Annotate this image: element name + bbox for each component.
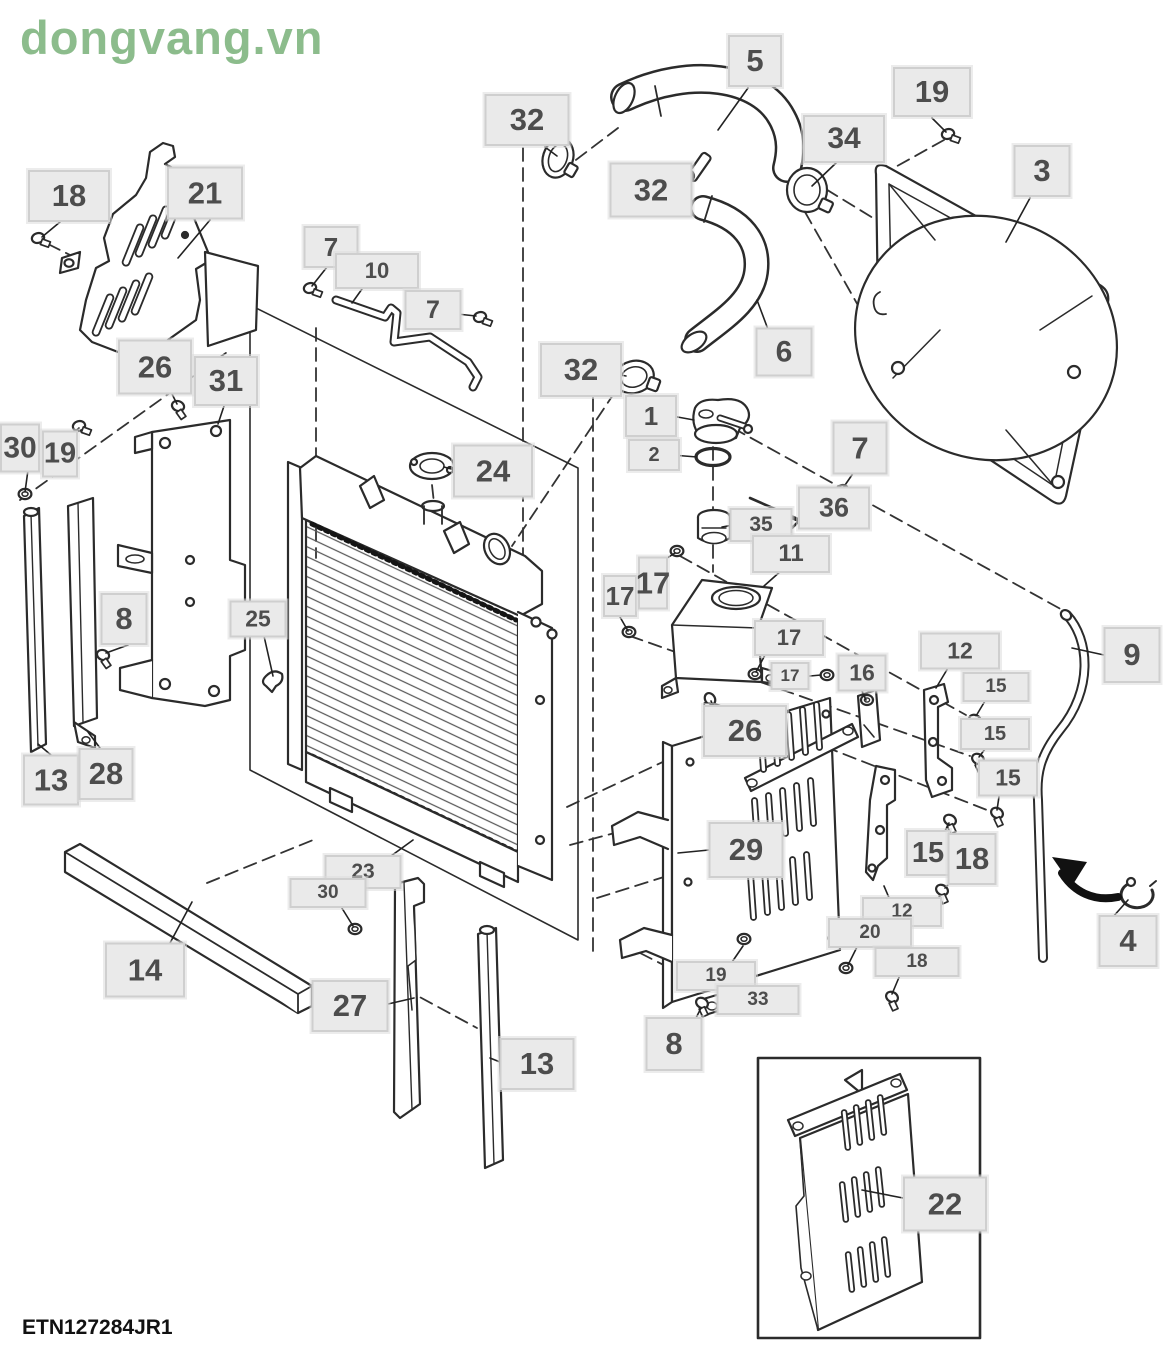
callout-label-32: 32 — [609, 162, 693, 218]
part-overflow-tank-11 — [660, 578, 778, 700]
callout-label-21: 21 — [167, 166, 243, 220]
part-fan-shroud — [853, 163, 1119, 505]
callout-label-16: 16 — [837, 654, 887, 692]
callout-label-13: 13 — [499, 1038, 575, 1090]
part-upper-hose-5 — [610, 64, 805, 183]
callout-label-11: 11 — [752, 535, 830, 573]
callout-label-15: 15 — [978, 759, 1038, 797]
callout-label-30: 30 — [0, 423, 40, 473]
callout-label-17: 17 — [770, 662, 810, 690]
callout-label-27: 27 — [311, 980, 389, 1032]
callout-label-22: 22 — [903, 1176, 987, 1232]
callout-label-20: 20 — [828, 918, 912, 948]
callout-label-2: 2 — [628, 439, 680, 471]
callout-label-3: 3 — [1013, 145, 1071, 197]
callout-label-9: 9 — [1103, 627, 1161, 683]
callout-label-33: 33 — [716, 985, 800, 1015]
callout-label-32: 32 — [540, 343, 622, 397]
part-flange-24 — [408, 451, 456, 481]
callout-label-6: 6 — [755, 327, 813, 377]
part-strip-13-bottom — [476, 924, 505, 1170]
callout-label-14: 14 — [105, 942, 185, 998]
clamp-34 — [785, 166, 834, 214]
part-radiator-cap-1 — [692, 398, 754, 445]
callout-label-10: 10 — [335, 253, 419, 289]
document-code: ETN127284JR1 — [22, 1316, 173, 1339]
callout-label-8: 8 — [100, 593, 148, 645]
part-bracket-12-right — [922, 682, 954, 799]
callout-label-15: 15 — [960, 718, 1030, 750]
part-panel-22 — [786, 1068, 924, 1332]
part-lower-hose-6 — [680, 195, 770, 354]
callout-label-15: 15 — [906, 830, 950, 876]
part-hose-9 — [1032, 608, 1090, 963]
callout-label-4: 4 — [1098, 915, 1158, 967]
callout-label-28: 28 — [78, 748, 134, 800]
callout-label-17: 17 — [754, 620, 824, 656]
callout-label-5: 5 — [728, 35, 782, 87]
callout-label-13: 13 — [23, 754, 79, 806]
callout-label-7: 7 — [832, 421, 888, 475]
part-radiator-23 — [286, 454, 558, 889]
part-bracket-31 — [116, 418, 247, 708]
callout-label-17: 17 — [636, 556, 670, 610]
callout-label-8: 8 — [645, 1017, 703, 1071]
callout-label-25: 25 — [229, 600, 287, 638]
part-tube-10 — [331, 295, 483, 392]
callout-label-18: 18 — [874, 947, 960, 977]
callout-label-18: 18 — [28, 170, 110, 222]
callout-label-19: 19 — [676, 961, 756, 991]
callout-label-7: 7 — [404, 290, 462, 330]
callout-label-17: 17 — [603, 575, 637, 617]
clamp-32-lower — [613, 359, 662, 395]
part-bracket-12-lower — [864, 764, 897, 882]
part-strip-27 — [392, 876, 426, 1120]
part-snap-ring-4 — [1052, 857, 1157, 910]
part-bracket-16 — [856, 688, 882, 749]
part-clip-25 — [261, 670, 284, 694]
callout-label-31: 31 — [194, 356, 258, 406]
callout-label-15: 15 — [962, 672, 1030, 702]
callout-label-26: 26 — [703, 705, 787, 757]
watermark: dongvang.vn — [20, 11, 324, 64]
clamp-32-top — [541, 137, 579, 179]
part-bar-14 — [63, 842, 314, 1015]
callout-label-32: 32 — [484, 94, 570, 146]
callout-label-19: 19 — [42, 430, 78, 478]
part-strip-13-left — [22, 506, 48, 754]
callout-label-30: 30 — [289, 878, 367, 908]
callout-label-18: 18 — [947, 833, 997, 885]
callout-label-12: 12 — [920, 632, 1000, 670]
callout-label-1: 1 — [625, 395, 677, 437]
callout-label-34: 34 — [803, 115, 885, 163]
callout-label-19: 19 — [893, 67, 971, 117]
callout-label-26: 26 — [118, 339, 192, 395]
callout-label-29: 29 — [708, 822, 784, 878]
callout-label-36: 36 — [798, 486, 870, 530]
part-strip-28 — [66, 496, 99, 750]
callout-label-24: 24 — [453, 444, 533, 498]
